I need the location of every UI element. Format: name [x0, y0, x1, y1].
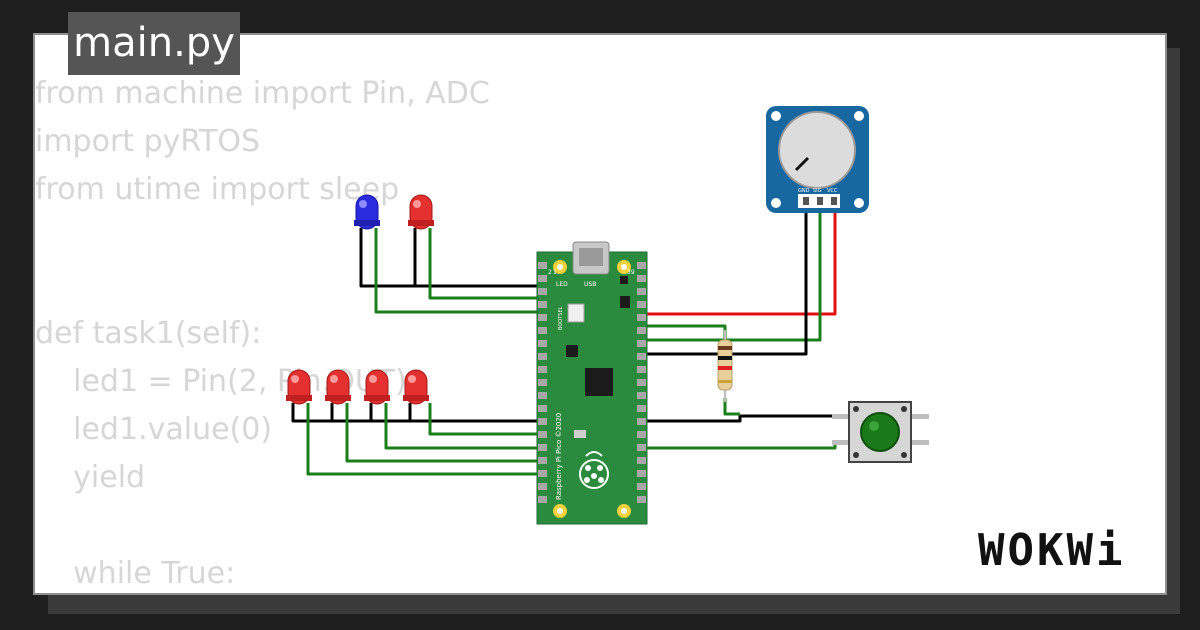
wire [428, 228, 540, 300]
potentiometer[interactable]: GND SIG VCC [766, 106, 869, 213]
wire [636, 414, 835, 423]
wire [636, 440, 837, 450]
wire [636, 200, 822, 342]
code-preview: from machine import Pin, ADC import pyRT… [35, 70, 490, 598]
wire [636, 200, 808, 356]
wire [374, 228, 540, 314]
code-line: from machine import Pin, ADC [35, 76, 490, 111]
code-line: led1.value(0) [35, 412, 273, 447]
wire [636, 200, 837, 316]
knob-indicator [794, 156, 810, 172]
wires [291, 200, 837, 476]
wire [384, 403, 540, 450]
led-red[interactable] [325, 369, 351, 405]
wire [345, 403, 540, 463]
pot-pin-label: GND [798, 188, 810, 194]
led-red[interactable] [364, 369, 390, 405]
led-label: LED [556, 281, 568, 288]
pushbutton[interactable] [832, 401, 929, 463]
wire [306, 403, 540, 476]
wire [428, 403, 540, 436]
usb-label: USB [584, 281, 596, 288]
wire [413, 228, 540, 288]
wire [291, 403, 540, 423]
pin-label: 2 [548, 269, 552, 276]
wokwi-logo: WOKWi [978, 525, 1126, 576]
wire [359, 228, 540, 288]
code-line: while True: [35, 556, 236, 591]
file-tab-main-py[interactable]: main.py [68, 12, 240, 75]
code-line: import pyRTOS [35, 124, 261, 159]
bootsel-label: BOOTSEL [558, 306, 564, 330]
code-line: yield [35, 460, 146, 495]
board-name: Raspberry Pi Pico ©2020 [555, 413, 563, 500]
pot-pin-label: SIG [813, 188, 822, 194]
led-red[interactable] [408, 194, 434, 230]
pico-board[interactable]: 1 2 39 LED USB BOOTSEL Raspberry Pi Pico… [536, 241, 648, 525]
led-red[interactable] [403, 369, 429, 405]
wire [636, 324, 727, 340]
pin-label: 39 [627, 269, 635, 276]
code-line: def task1(self): [35, 316, 262, 351]
code-line: from utime import sleep [35, 172, 400, 207]
resistor[interactable] [717, 330, 733, 402]
led-red[interactable] [286, 369, 312, 405]
led-blue[interactable] [354, 194, 380, 230]
wire [723, 398, 740, 416]
pin-label: 1 [553, 269, 557, 276]
pot-pin-label: VCC [827, 188, 838, 194]
